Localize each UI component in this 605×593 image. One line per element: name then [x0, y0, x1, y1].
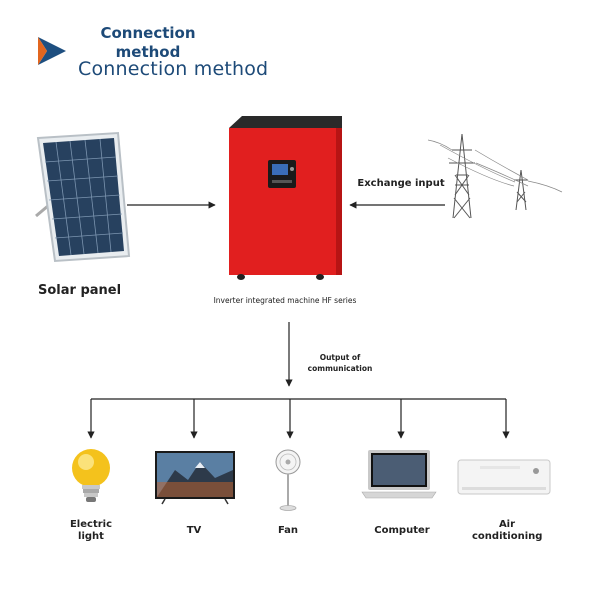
solar-panel-label: Solar panel — [38, 283, 122, 298]
appliance-label-ac: Air conditioning — [472, 519, 543, 542]
inverter-icon — [229, 116, 342, 280]
appliance-label-tv: TV — [186, 525, 202, 536]
laptop-icon — [361, 450, 437, 499]
appliance-label-computer: Computer — [374, 525, 430, 536]
fan-icon — [275, 449, 301, 511]
exchange-input-label: Exchange input — [357, 178, 445, 189]
light-bulb-icon — [72, 449, 110, 502]
page-title: Connection method — [78, 58, 269, 80]
power-tower-icon — [427, 133, 563, 219]
arrow-logo-icon — [38, 37, 66, 65]
tv-icon — [155, 451, 235, 505]
inverter-label: Inverter integrated machine HF series — [213, 296, 357, 305]
output-label: Output of communication — [307, 353, 373, 373]
title-overlay: Connection method — [78, 24, 218, 62]
solar-panel-icon — [35, 131, 131, 263]
appliance-label-light: Electric light — [69, 519, 113, 542]
appliance-label-fan: Fan — [277, 525, 299, 536]
air-conditioner-icon — [457, 459, 551, 495]
